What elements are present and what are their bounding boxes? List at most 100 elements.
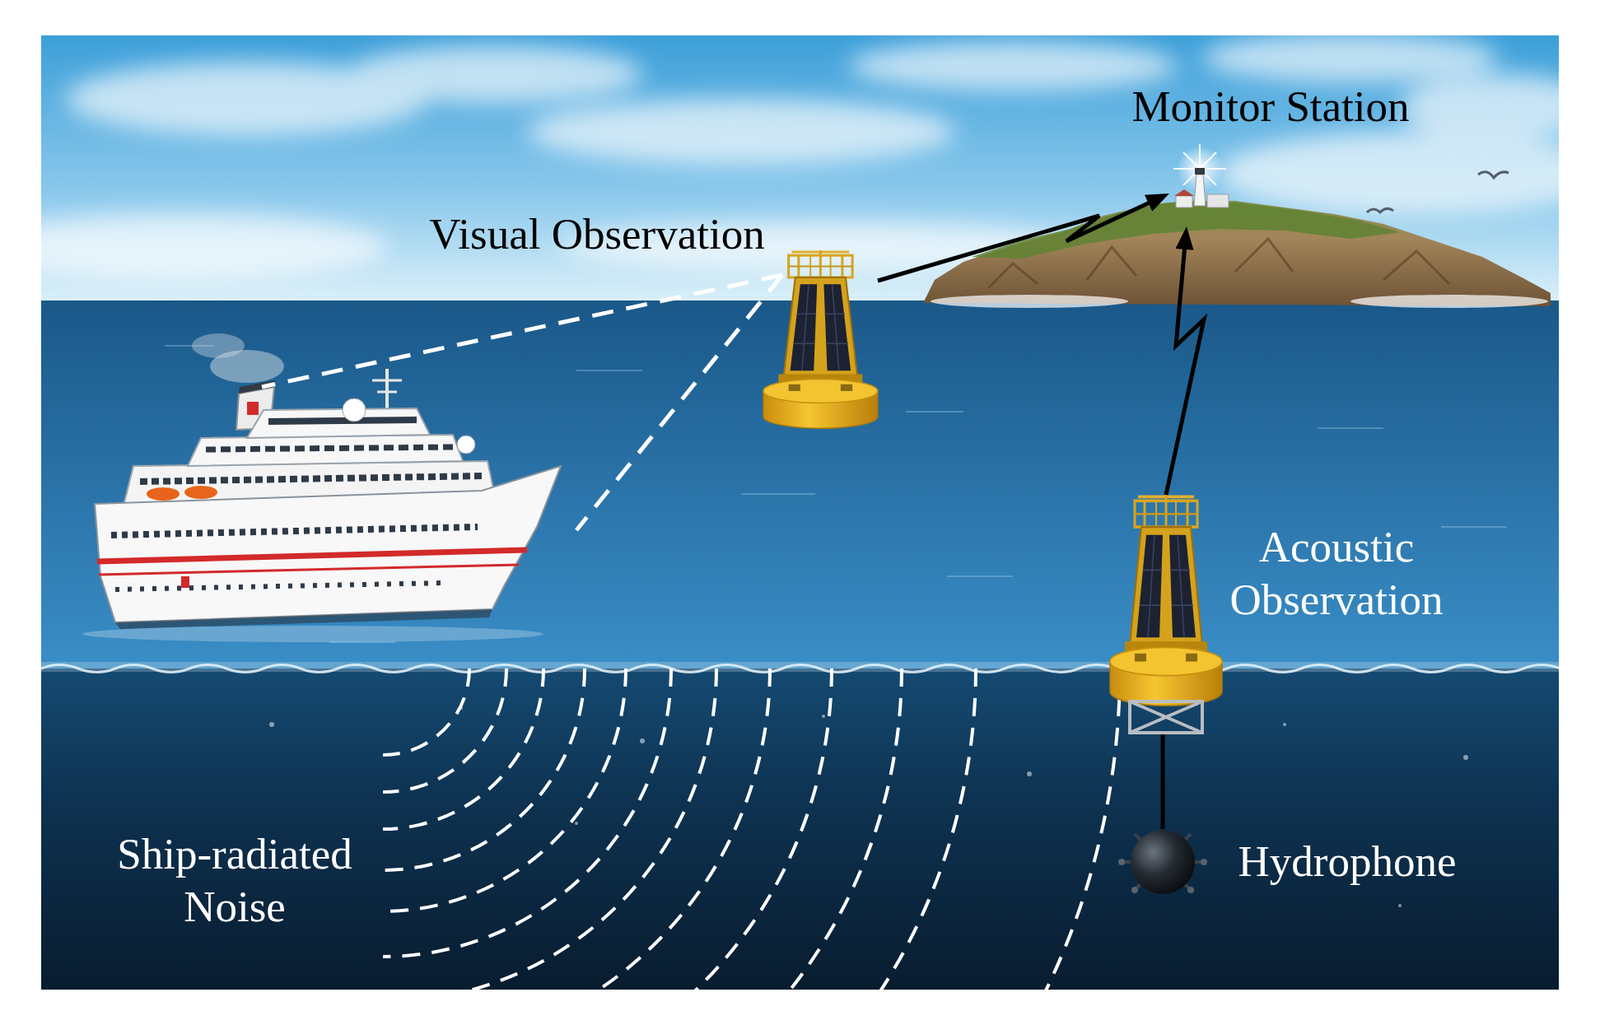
hydrophone-label: Hydrophone (1238, 835, 1457, 889)
acoustic-buoy (1110, 494, 1223, 706)
wave-line (41, 665, 1559, 673)
view-lines-part (576, 275, 783, 531)
island-part (923, 200, 1551, 307)
hydrophone-node: Hydrophone (1129, 829, 1196, 896)
island-part-part (988, 263, 1038, 289)
buoy-frame-part (1129, 701, 1203, 733)
bubbles-part (574, 821, 579, 826)
cruise-ship-part (181, 576, 190, 588)
noise-waves (382, 668, 1120, 990)
seagulls-part (1478, 172, 1509, 178)
monitor-station: Monitor Station (1169, 160, 1236, 227)
noise-waves-part (382, 668, 976, 990)
cruise-ship-part (115, 583, 445, 590)
sea-glints-part (741, 493, 816, 495)
cruise-ship-part (205, 447, 453, 450)
seagulls-part (1366, 208, 1394, 213)
bubbles-part (1026, 771, 1032, 777)
island-part-part (1086, 247, 1137, 280)
acoustic-buoy-node: Acoustic Observation (1110, 494, 1223, 735)
visual-label: Visual Observation (429, 208, 766, 262)
hydrophone-part (1118, 858, 1208, 894)
bubbles-part (1463, 755, 1469, 761)
noise-waves-part (382, 668, 717, 990)
cruise-ship-part (146, 487, 180, 501)
sea-glints-part (576, 369, 643, 372)
noise-waves-part (382, 668, 1120, 990)
noise-label: Ship-radiated Noise (107, 828, 363, 933)
noise-waves-part (382, 668, 470, 756)
hydrophone (1118, 830, 1208, 895)
clouds-part (1218, 131, 1559, 215)
island-part-part (1235, 238, 1293, 272)
cruise-ship-part (98, 564, 519, 575)
sea-glints-part (905, 410, 964, 413)
cruise-ship-part (111, 527, 478, 536)
clouds-part (848, 41, 1178, 91)
hydrophone-part-part (1131, 886, 1139, 894)
hydrophone-part-part (1118, 858, 1125, 866)
bubbles (269, 706, 1469, 908)
lighthouse-part (1207, 194, 1229, 208)
station-label: Monitor Station (1131, 80, 1409, 134)
island-part (1350, 294, 1549, 308)
lighthouse (1173, 144, 1229, 208)
noise-waves-part (382, 668, 544, 830)
cruise-ship-part (377, 391, 397, 394)
island (923, 200, 1551, 308)
arrow-head (1175, 226, 1195, 251)
cruise-ship-part (191, 333, 245, 359)
island-part (988, 238, 1450, 289)
bubbles-part (1282, 723, 1287, 727)
signal-line (1166, 246, 1204, 495)
cruise-ship-part (82, 625, 544, 643)
cruise-ship-part (372, 379, 402, 383)
buoy-frame-part (1129, 701, 1203, 733)
bubbles-part (639, 738, 645, 744)
acoustic-label: Acoustic Observation (1221, 521, 1452, 626)
scene-frame (41, 35, 1559, 990)
cruise-ship-part (139, 475, 485, 482)
cruise-ship-part (247, 401, 259, 416)
bubbles-part (269, 722, 275, 728)
clouds-part (345, 45, 643, 103)
cruise-ship-part (94, 466, 561, 623)
cruise-ship (82, 333, 561, 643)
hydrophone-part-part (1187, 886, 1195, 894)
signal-line (1161, 734, 1166, 830)
island-part-part (1383, 251, 1450, 285)
seagulls (1366, 172, 1509, 213)
hydrophone-part-part (1200, 858, 1208, 866)
clouds-part (527, 98, 956, 165)
noise-waves-part (382, 668, 902, 990)
sea-glints-part (1441, 526, 1507, 528)
cruise-ship-part (247, 408, 430, 439)
lighthouse-part (1174, 189, 1195, 196)
island-part (930, 294, 1129, 308)
visual-buoy (763, 250, 878, 429)
cruise-ship-part (457, 435, 476, 454)
noise-waves-part (382, 668, 832, 990)
noise-waves-part (382, 668, 672, 957)
noise-waves-part (382, 668, 507, 793)
view-lines (261, 275, 783, 531)
hydrophone-part (1130, 830, 1195, 895)
lighthouse-part (1194, 167, 1205, 175)
cruise-ship-part (342, 398, 366, 422)
clouds-part (1399, 74, 1559, 140)
arrow-head (1144, 193, 1170, 212)
signal-link (877, 193, 1170, 281)
noise-waves-part (382, 668, 770, 990)
cruise-ship-part (268, 419, 417, 422)
cruise-ship-part (184, 485, 218, 500)
sea-glints-part (946, 575, 1013, 578)
signal-link (1162, 734, 1164, 830)
cruise-ship-part (187, 434, 463, 467)
clouds-part (41, 214, 388, 280)
signal-line (877, 201, 1152, 281)
underwater (41, 668, 1559, 990)
cruise-ship-part (385, 368, 389, 411)
visual-buoy-node: Visual Observation (763, 250, 878, 429)
signal-link (1166, 226, 1204, 495)
